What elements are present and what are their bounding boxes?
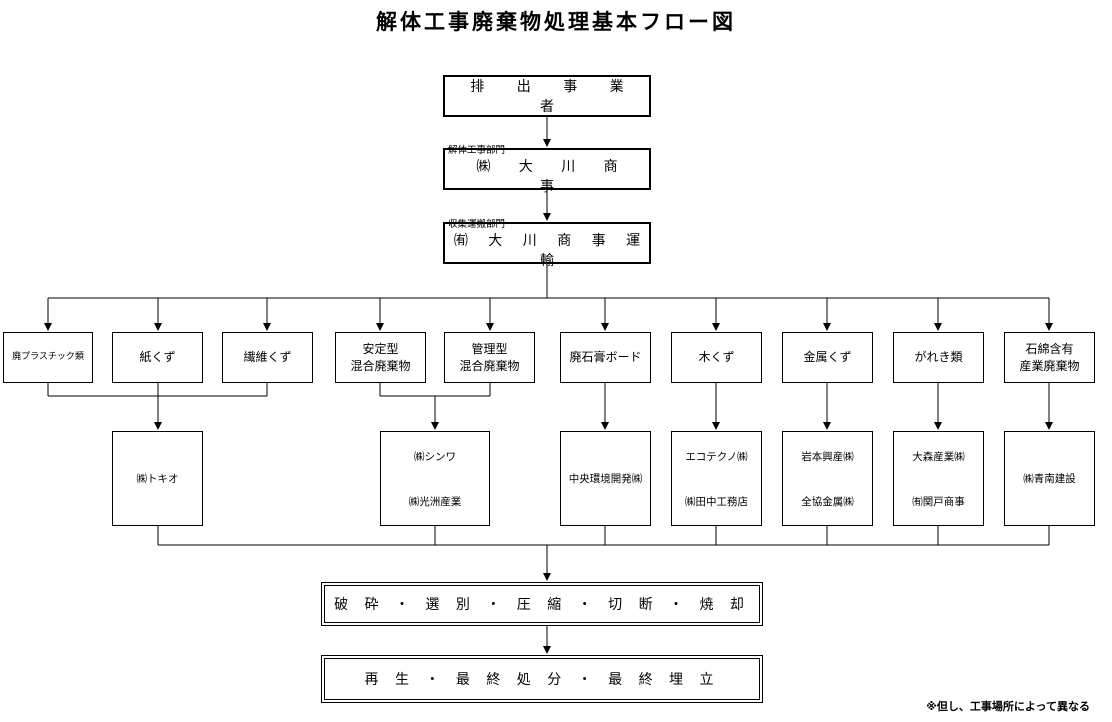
company-box: 中央環境開発㈱ <box>560 431 651 526</box>
emitter-box: 排 出 事 業 者 <box>443 75 651 117</box>
company-box: 大森産業㈱ ㈲関戸商事 <box>893 431 984 526</box>
category-box-paper: 紙くず <box>112 332 203 383</box>
category-label: 石綿含有 産業廃棄物 <box>1019 341 1080 373</box>
final-disposal-box: 再 生 ・ 最 終 処 分 ・ 最 終 埋 立 <box>321 655 763 703</box>
final-disposal-label: 再 生 ・ 最 終 処 分 ・ 最 終 埋 立 <box>364 672 720 688</box>
category-label: 繊維くず <box>243 350 292 364</box>
company-name: ㈲関戸商事 <box>912 495 965 508</box>
company-box: ㈱トキオ <box>112 431 203 526</box>
company-name: エコテクノ㈱ <box>685 450 748 463</box>
transport-dept-label: 収集運搬部門 <box>448 218 506 230</box>
category-label: 管理型 混合廃棄物 <box>459 341 520 373</box>
company-name: 岩本興産㈱ <box>801 450 854 463</box>
company-name: ㈱田中工務店 <box>685 495 748 508</box>
transport-dept-box: 収集運搬部門 ㈲ 大 川 商 事 運 輸 <box>443 219 651 269</box>
category-label: 安定型 混合廃棄物 <box>350 341 411 373</box>
category-label: 金属くず <box>803 350 852 364</box>
company-name: 全協金属㈱ <box>801 495 854 508</box>
category-box-wood: 木くず <box>671 332 762 383</box>
page-title: 解体工事廃棄物処理基本フロー図 <box>376 10 736 34</box>
company-box: エコテクノ㈱ ㈱田中工務店 <box>671 431 762 526</box>
transport-dept-name: ㈲ 大 川 商 事 運 輸 <box>453 232 649 269</box>
category-label: 紙くず <box>139 350 176 364</box>
emitter-label: 排 出 事 業 者 <box>470 79 638 115</box>
company-name: ㈱青南建設 <box>1023 473 1076 485</box>
category-box-gypsum-board: 廃石膏ボード <box>560 332 651 383</box>
category-box-debris: がれき類 <box>893 332 984 383</box>
company-name: 大森産業㈱ <box>912 450 965 463</box>
company-name: ㈱光洲産業 <box>408 495 462 508</box>
category-box-waste-plastic: 廃プラスチック類 <box>3 332 93 383</box>
company-box: ㈱青南建設 <box>1004 431 1095 526</box>
category-box-controlled-mixed: 管理型 混合廃棄物 <box>444 332 535 383</box>
company-name: ㈱トキオ <box>136 473 179 485</box>
category-box-asbestos: 石綿含有 産業廃棄物 <box>1004 332 1095 383</box>
process-label: 破 砕 ・ 選 別 ・ 圧 縮 ・ 切 断 ・ 焼 却 <box>334 597 750 613</box>
category-label: 廃石膏ボード <box>569 350 642 364</box>
category-label: 廃プラスチック類 <box>12 352 84 362</box>
category-box-metal: 金属くず <box>782 332 873 383</box>
company-box: ㈱シンワ ㈱光洲産業 <box>380 431 490 526</box>
company-name: 中央環境開発㈱ <box>568 473 643 485</box>
company-box: 岩本興産㈱ 全協金属㈱ <box>782 431 873 526</box>
demolition-dept-name: ㈱ 大 川 商 事 <box>476 158 630 195</box>
category-label: がれき類 <box>914 350 963 364</box>
category-label: 木くず <box>698 350 735 364</box>
footnote: ※但し、工事場所によって異なる <box>926 700 1090 713</box>
demolition-dept-box: 解体工事部門 ㈱ 大 川 商 事 <box>443 145 651 195</box>
company-name: ㈱シンワ <box>414 450 456 463</box>
process-box: 破 砕 ・ 選 別 ・ 圧 縮 ・ 切 断 ・ 焼 却 <box>321 582 763 626</box>
category-box-stable-mixed: 安定型 混合廃棄物 <box>335 332 426 383</box>
demolition-dept-label: 解体工事部門 <box>448 144 506 156</box>
category-box-textile: 繊維くず <box>222 332 313 383</box>
